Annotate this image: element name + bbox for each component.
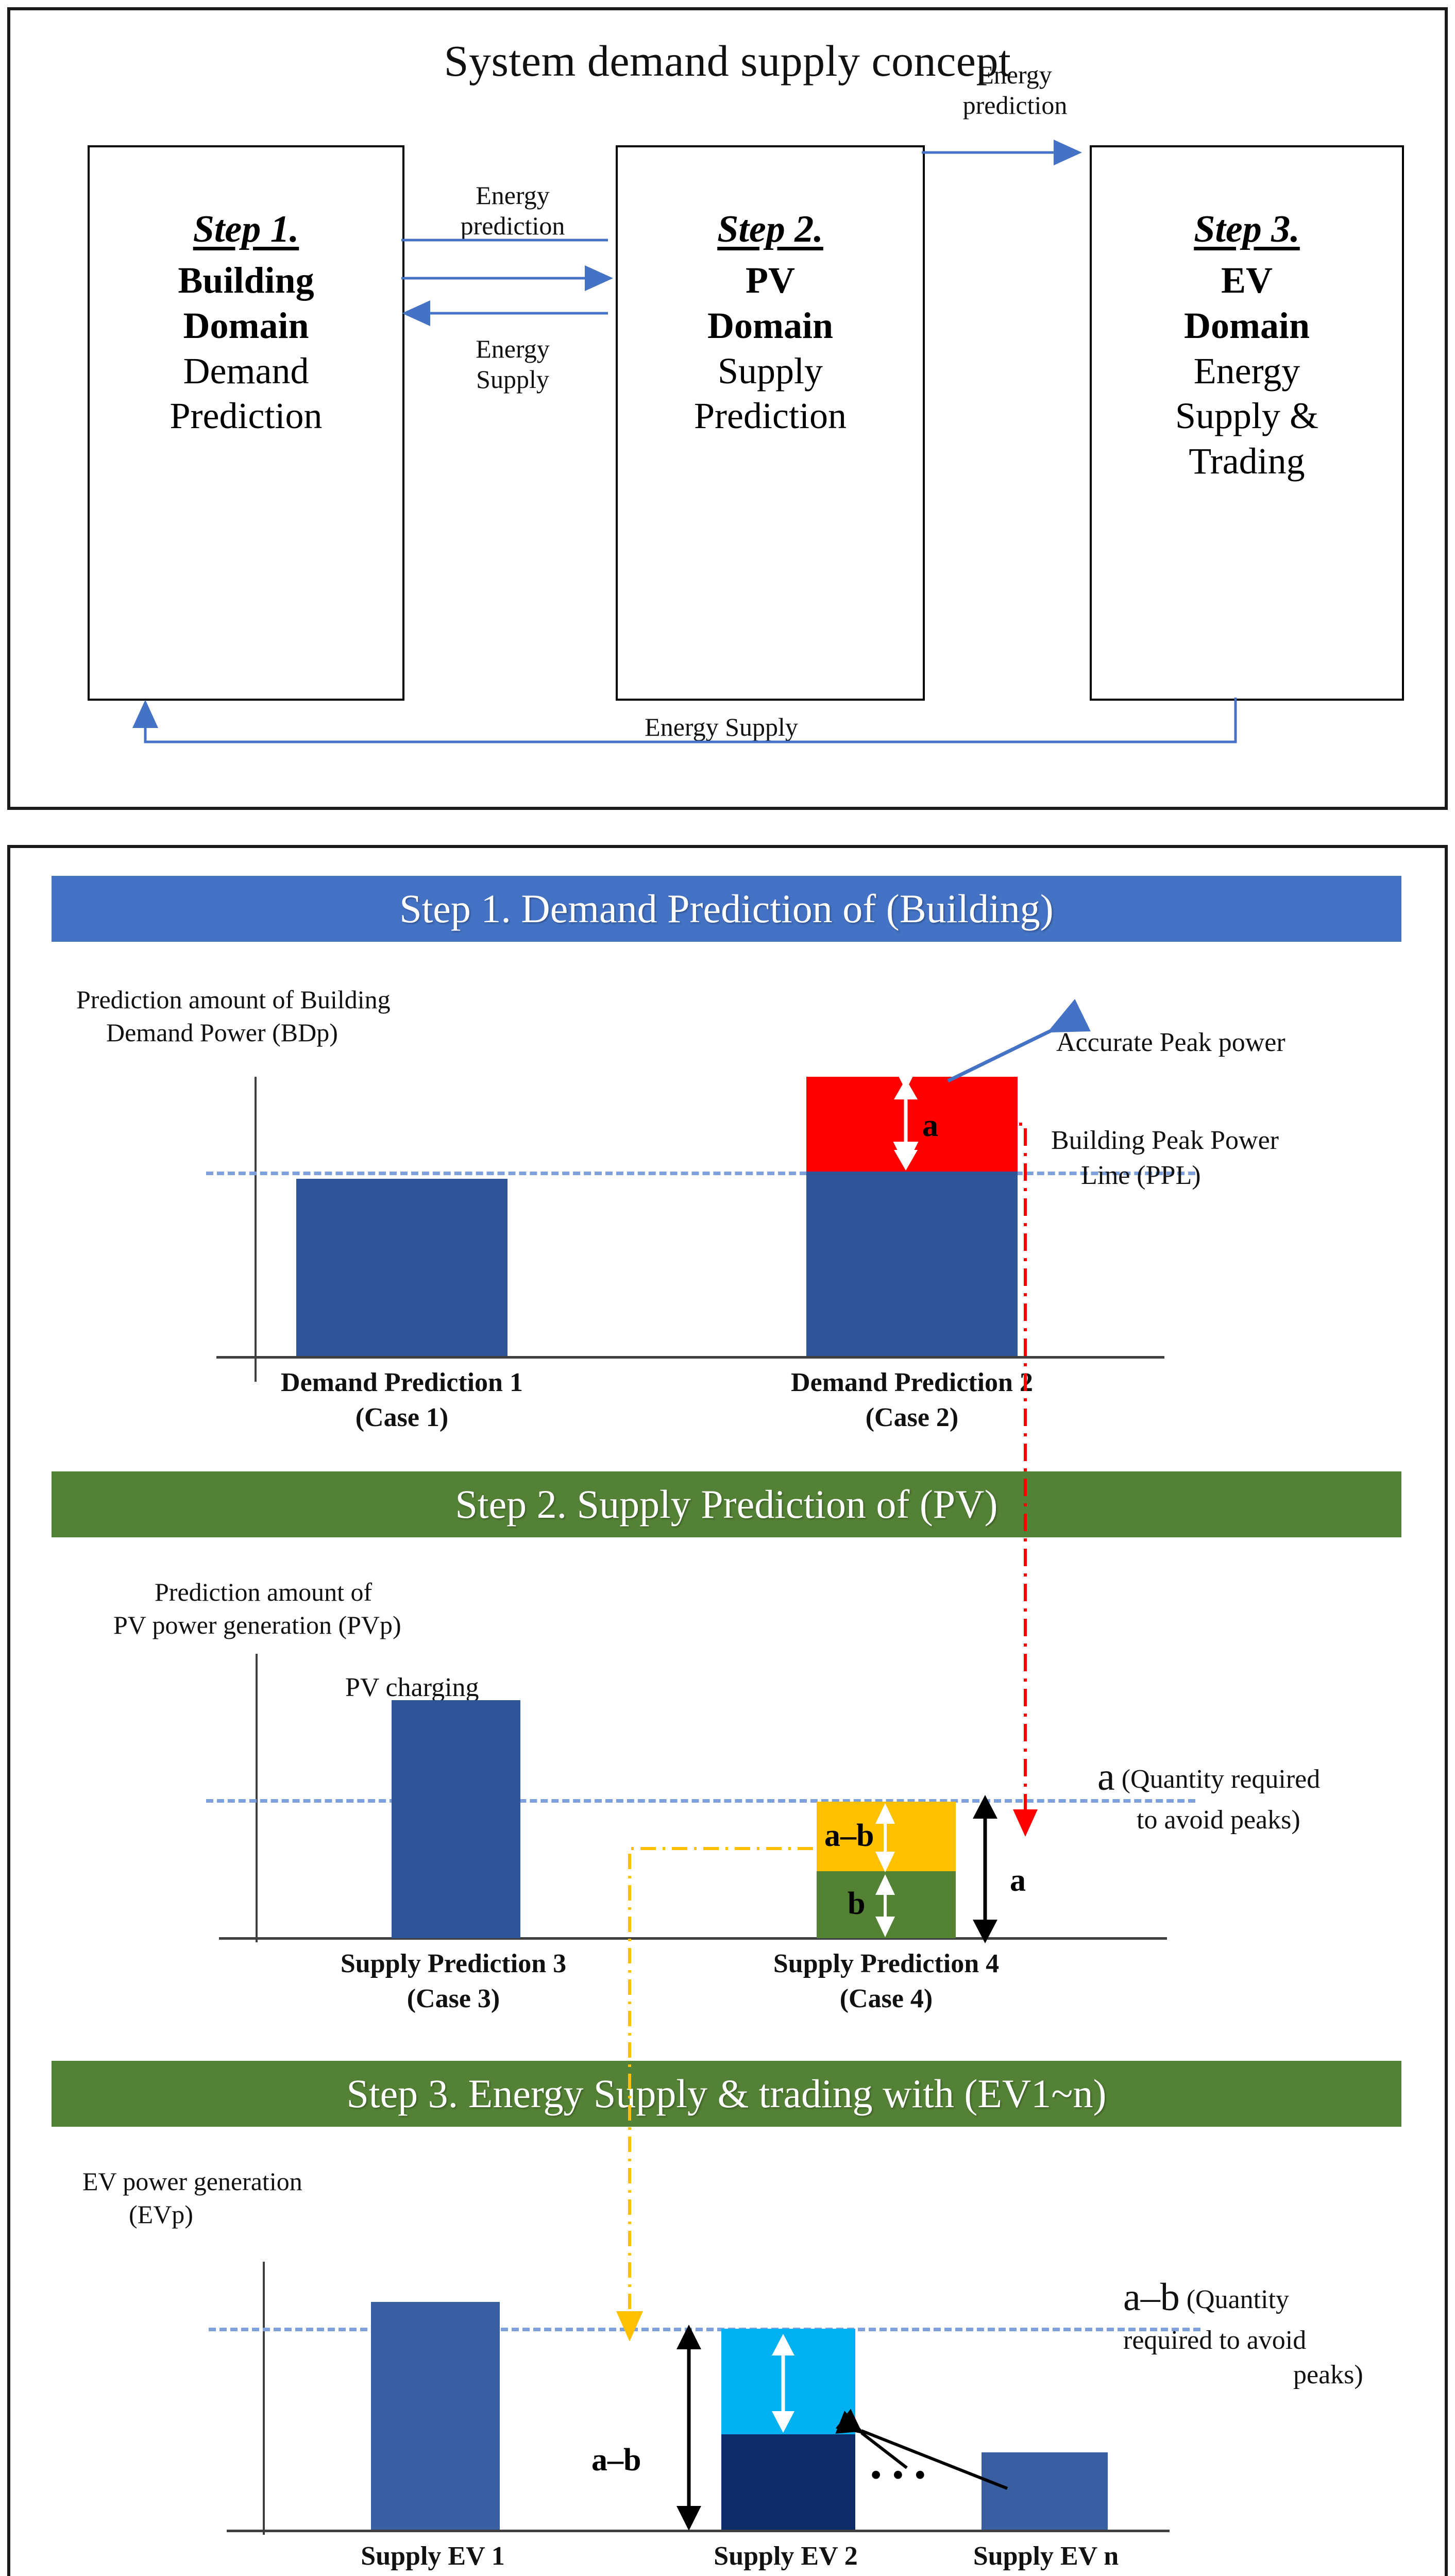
step1-axis-label: Prediction amount of Building Demand Pow… xyxy=(76,985,391,1047)
step1-bar-case2-base xyxy=(806,1172,1018,1356)
step3-bar-ev2-ab xyxy=(721,2329,855,2434)
step3-note-rest3: peaks) xyxy=(1293,2360,1363,2390)
step1-glyph-a: a xyxy=(922,1108,938,1143)
edge-label-energy-supply-bottom: Energy Supply xyxy=(645,713,798,741)
step3-bar-ev1 xyxy=(371,2302,500,2530)
step1-note-accurate-peak: Accurate Peak power xyxy=(1056,1028,1285,1057)
step2-line2: Domain xyxy=(707,304,834,346)
step2-note-quantity: a (Quantity required to avoid peaks) xyxy=(1097,1752,1453,1837)
step2-line1: PV xyxy=(746,259,795,301)
concept-box-step1: Step 1. Building Domain Demand Predictio… xyxy=(88,145,404,701)
step2-header: Step 2. xyxy=(717,208,823,250)
banner-step1: Step 1. Demand Prediction of (Building) xyxy=(52,876,1401,942)
banner-step3: Step 3. Energy Supply & trading with (EV… xyxy=(52,2061,1401,2127)
step3-line2: Domain xyxy=(1183,304,1310,346)
step3-bar-ev2-base xyxy=(721,2434,855,2530)
step3-cat-ev2: Supply EV 2 (Case 5) xyxy=(714,2541,858,2571)
step1-note-ppl: Building Peak Power Line (PPL) xyxy=(1051,1126,1279,1190)
banner-step2: Step 2. Supply Prediction of (PV) xyxy=(52,1471,1401,1537)
step2-glyph-ab: a–b xyxy=(824,1818,874,1853)
step2-line3: Supply xyxy=(717,350,823,392)
step3-line3: Energy xyxy=(1193,350,1300,392)
step3-note-quantity: a–b (Quantity required to avoid peaks) xyxy=(1123,2272,1432,2393)
step2-bar-case4-b xyxy=(817,1871,956,1938)
step1-line2: Domain xyxy=(183,304,309,346)
edge-label-energy-prediction-2: Energy prediction xyxy=(962,60,1068,120)
step1-cat-case2: Demand Prediction 2 (Case 2) xyxy=(791,1368,1033,1432)
edge-label-energy-supply-1: Energy Supply xyxy=(476,334,550,394)
step2-glyph-b: b xyxy=(848,1886,866,1921)
step3-bar-evn xyxy=(982,2452,1108,2530)
concept-box-step2: Step 2. PV Domain Supply Prediction xyxy=(616,145,925,701)
step2-note-a-big: a xyxy=(1097,1755,1115,1799)
step1-y-axis xyxy=(255,1077,257,1382)
step2-line4: Prediction xyxy=(694,395,847,437)
step2-glyph-a: a xyxy=(1010,1863,1026,1898)
step3-cat-evn: Supply EV n xyxy=(973,2541,1119,2571)
step3-line1: EV xyxy=(1221,259,1273,301)
step3-line5: Trading xyxy=(1189,440,1305,482)
step3-ppl-line xyxy=(209,2328,1200,2331)
step2-x-axis xyxy=(219,1937,1167,1940)
step1-ppl-line xyxy=(206,1172,1195,1175)
step1-cat-case1: Demand Prediction 1 (Case 1) xyxy=(281,1368,523,1432)
step1-line4: Prediction xyxy=(170,395,323,437)
step3-cat-ev1: Supply EV 1 (Case 5) xyxy=(361,2541,505,2571)
step3-line4: Supply & xyxy=(1175,395,1319,437)
step2-ppl-line xyxy=(206,1799,1195,1803)
concept-panel: System demand supply concept Step 1. Bui… xyxy=(7,7,1448,810)
step1-line1: Building xyxy=(178,259,314,301)
step3-glyph-ab: a–b xyxy=(591,2443,641,2478)
step1-line3: Demand xyxy=(183,350,309,392)
step3-header: Step 3. xyxy=(1194,208,1300,250)
step2-cat-case4: Supply Prediction 4 (Case 4) xyxy=(773,1949,1000,2013)
step1-bar-case1 xyxy=(296,1179,507,1356)
step2-note-pv-charging: PV charging xyxy=(345,1673,479,1702)
step2-cat-case3: Supply Prediction 3 (Case 3) xyxy=(340,1949,567,2013)
step1-bar-case2-peak xyxy=(806,1077,1018,1172)
page-title: System demand supply concept xyxy=(444,36,1011,86)
step3-note-ab-big: a–b xyxy=(1123,2276,1180,2319)
step1-x-axis xyxy=(216,1356,1164,1359)
step2-note-a-rest1: (Quantity required xyxy=(1121,1765,1321,1794)
step3-note-rest1: (Quantity xyxy=(1186,2285,1290,2314)
edge-label-energy-prediction-1: Energy prediction xyxy=(460,181,565,240)
step3-y-axis xyxy=(263,2262,265,2535)
concept-box-step3: Step 3. EV Domain Energy Supply & Tradin… xyxy=(1090,145,1404,701)
step2-y-axis xyxy=(256,1654,258,1942)
step3-ellipsis-icon: • • • xyxy=(871,2458,927,2492)
step1-header: Step 1. xyxy=(193,208,299,250)
step2-bar-case3 xyxy=(392,1700,520,1938)
step2-axis-label: Prediction amount of PV power generation… xyxy=(113,1578,401,1639)
step3-note-rest2: required to avoid xyxy=(1123,2325,1307,2355)
step3-axis-label: EV power generation (EVp) xyxy=(82,2167,302,2229)
step3-x-axis xyxy=(227,2530,1170,2532)
step2-note-a-rest2: to avoid peaks) xyxy=(1137,1805,1300,1835)
